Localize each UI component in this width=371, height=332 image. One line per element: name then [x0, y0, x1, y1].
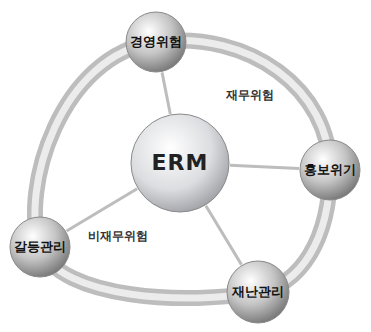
sphere-body — [10, 217, 70, 277]
risk-sphere: 갈등관리 — [9, 216, 71, 278]
category-label: 비재무위험 — [86, 228, 150, 245]
risk-sphere: 경영위험 — [125, 11, 187, 73]
sphere-label: 경영위험 — [130, 35, 182, 49]
sphere-body — [131, 114, 229, 212]
center-sphere: ERM — [130, 113, 230, 213]
ring-band — [35, 40, 330, 298]
category-label: 재무위험 — [224, 87, 276, 104]
spoke-line — [206, 206, 242, 265]
risk-sphere: 홍보위기 — [299, 139, 361, 201]
spoke-line — [162, 72, 170, 114]
risk-sphere: 재난관리 — [226, 260, 290, 324]
ring-highlight — [35, 40, 330, 298]
sphere-body — [300, 140, 360, 200]
sphere-label: 홍보위기 — [304, 163, 356, 177]
sphere-body — [227, 261, 289, 323]
sphere-label: 재난관리 — [232, 285, 284, 299]
sphere-body — [126, 12, 186, 72]
center-title: ERM — [152, 151, 209, 175]
sphere-label: 갈등관리 — [14, 240, 66, 254]
spoke-line — [230, 165, 299, 168]
spoke-line — [67, 189, 138, 231]
